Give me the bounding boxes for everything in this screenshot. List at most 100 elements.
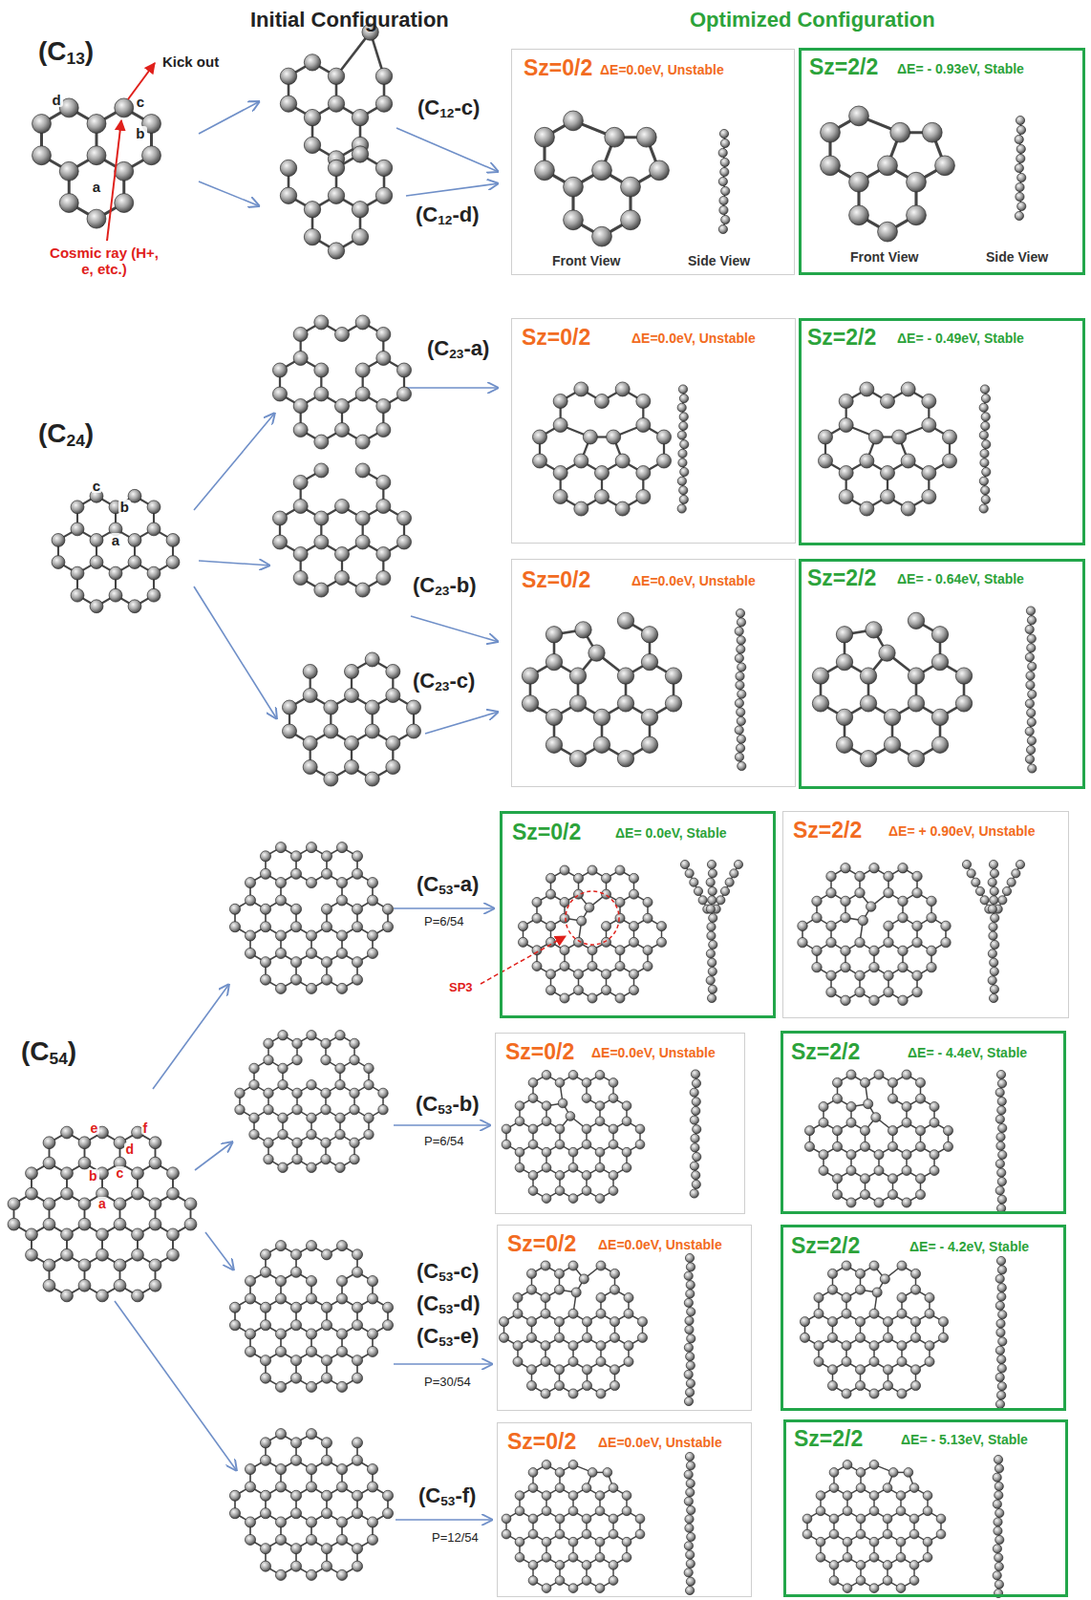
atom (615, 913, 625, 923)
atom (595, 1194, 605, 1204)
atom (935, 155, 956, 176)
atom (320, 1508, 332, 1519)
atom (351, 1561, 363, 1572)
atom (376, 474, 391, 490)
molecule (521, 612, 682, 768)
atom (921, 417, 937, 432)
molecule (229, 1240, 393, 1393)
atom (641, 736, 658, 753)
atom (244, 1517, 256, 1528)
atom (61, 1167, 74, 1180)
atom (926, 912, 937, 922)
molecule (51, 489, 180, 613)
atom (327, 187, 344, 204)
atom (89, 534, 104, 548)
atom (595, 1162, 605, 1173)
atom (351, 1490, 363, 1501)
atom (915, 1077, 925, 1088)
atom (532, 897, 542, 907)
atom (812, 962, 822, 972)
atom (351, 146, 368, 163)
molecule (797, 863, 951, 1006)
molecule (501, 1069, 645, 1203)
atom (376, 571, 391, 586)
side-view (979, 385, 991, 514)
atom (656, 453, 671, 469)
atom (349, 1055, 360, 1066)
atom (568, 1194, 578, 1204)
atom (366, 1517, 378, 1528)
atom (114, 193, 134, 214)
atom (642, 897, 653, 907)
atom (275, 895, 286, 906)
atom (718, 148, 728, 157)
atom (259, 1372, 271, 1384)
atom (736, 734, 746, 744)
atom (364, 652, 380, 667)
atom (147, 522, 161, 536)
atom (735, 671, 745, 681)
atom (305, 1276, 317, 1287)
atom (275, 1276, 286, 1287)
atom (980, 385, 989, 394)
atom (534, 160, 556, 181)
atom (320, 1088, 331, 1098)
side-view (680, 859, 743, 1003)
atom (690, 1133, 700, 1143)
atom (70, 522, 85, 536)
atom (912, 937, 922, 947)
atom (691, 1179, 701, 1189)
atom (887, 1126, 898, 1136)
atom (306, 1162, 317, 1173)
atom (736, 618, 746, 627)
atom (314, 463, 329, 478)
atom (290, 1543, 301, 1555)
atom (366, 1534, 378, 1545)
atom (737, 663, 747, 672)
atom (249, 1129, 259, 1139)
atom (278, 1030, 288, 1041)
atom (642, 913, 653, 923)
atom (689, 1088, 699, 1097)
atom (396, 386, 411, 402)
atom (975, 886, 985, 896)
atom (877, 155, 899, 176)
atom (396, 363, 411, 378)
atom (303, 54, 321, 71)
atom (541, 1116, 552, 1127)
atom (320, 957, 332, 968)
arrow (393, 907, 495, 910)
atom (859, 1190, 870, 1200)
atom (692, 1152, 702, 1161)
atom (720, 886, 729, 896)
atom (532, 453, 547, 469)
atom (636, 417, 651, 432)
atom (349, 1038, 360, 1049)
atom (25, 1187, 39, 1200)
atom (680, 859, 689, 869)
atom (869, 995, 879, 1006)
atom (734, 699, 744, 708)
atom (351, 228, 368, 245)
atom (707, 984, 717, 994)
atom (113, 1259, 127, 1272)
atom (366, 1293, 378, 1305)
atom (382, 1320, 393, 1331)
atom (349, 1137, 360, 1148)
atom (259, 974, 271, 985)
atom (305, 983, 317, 994)
atom (229, 903, 240, 915)
atom (278, 1079, 288, 1090)
atom (275, 1517, 286, 1528)
atom (293, 350, 308, 365)
atom (818, 1150, 829, 1160)
atom (980, 449, 989, 458)
molecule (817, 382, 957, 516)
atom (320, 974, 332, 985)
atom (272, 363, 287, 378)
atom (555, 1186, 565, 1197)
atom (615, 961, 625, 971)
atom (826, 970, 836, 981)
atom (846, 1101, 856, 1112)
atom (343, 760, 359, 775)
